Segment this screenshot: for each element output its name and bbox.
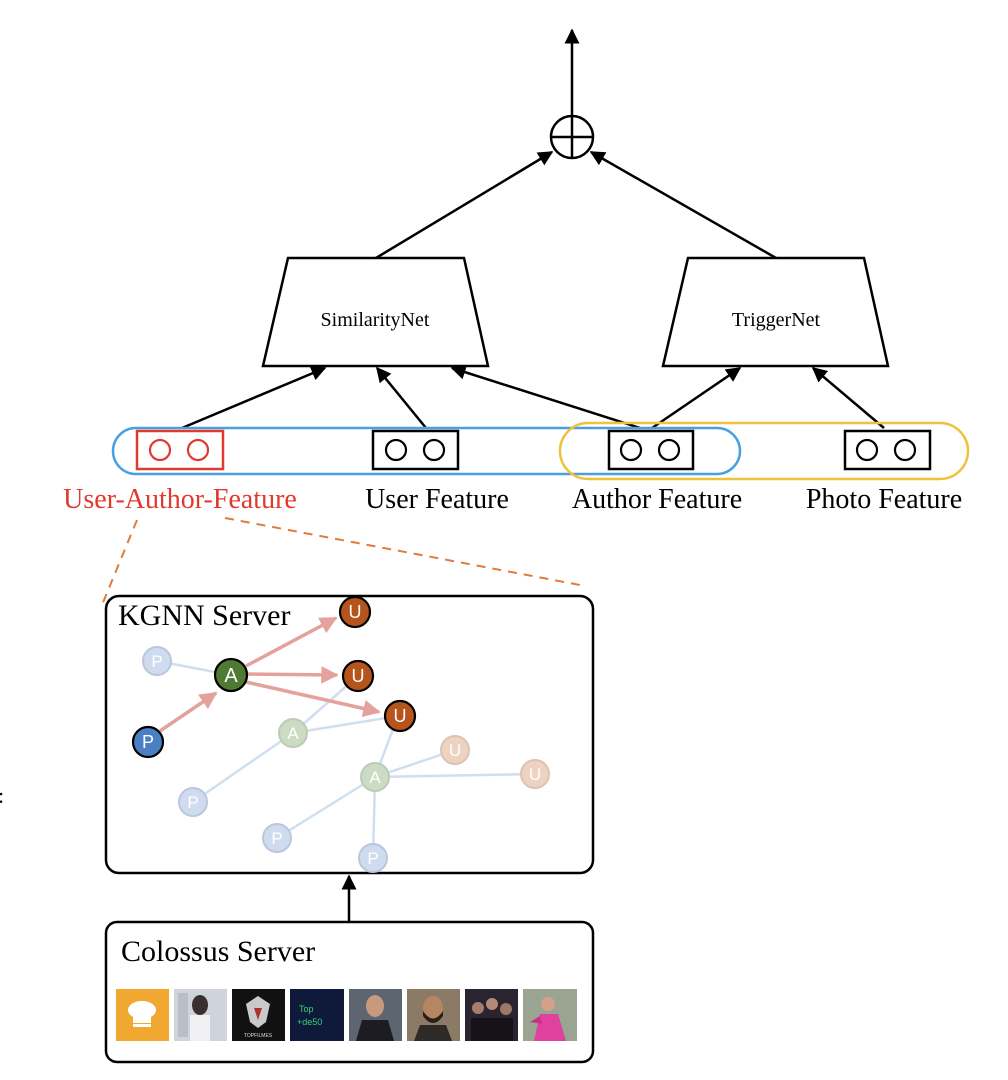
photo-node: P — [262, 823, 292, 853]
author-node: A — [278, 718, 308, 748]
svg-text::: : — [0, 783, 4, 808]
svg-text:U: U — [449, 741, 461, 760]
thumbnail — [349, 989, 402, 1041]
photo-to-trigger-arrow — [811, 367, 885, 429]
user-author-embedding — [135, 429, 225, 471]
user-embedding — [371, 429, 460, 471]
active-nodes: U U U A P — [131, 595, 417, 759]
photo-embedding — [843, 429, 932, 471]
colossus-server-title: Colossus Server — [121, 935, 315, 968]
svg-text:U: U — [529, 765, 541, 784]
svg-text:A: A — [369, 768, 381, 787]
svg-text:P: P — [151, 652, 162, 671]
colossus-server: Colossus Server TOPFILMES — [104, 920, 595, 1064]
thumbnail: Top +de50 — [290, 989, 344, 1041]
author-node: A — [360, 762, 390, 792]
similarity-net-label: SimilarityNet — [321, 309, 430, 331]
svg-text:Top: Top — [299, 1004, 314, 1014]
thumbnail — [116, 989, 169, 1041]
svg-text:P: P — [187, 793, 198, 812]
author-feature-label: Author Feature — [572, 484, 742, 515]
thumbnail — [465, 989, 518, 1041]
svg-text:P: P — [271, 829, 282, 848]
photo-node: P — [358, 843, 388, 873]
similarity-group-outline — [111, 426, 742, 476]
trigger-to-sum-arrow — [589, 150, 777, 260]
user-to-similarity-arrow — [376, 366, 427, 429]
similarity-to-sum-arrow — [375, 150, 554, 260]
svg-text:U: U — [394, 706, 407, 726]
svg-text:P: P — [367, 849, 378, 868]
thumbnail: TOPFILMES — [232, 989, 285, 1041]
user-author-to-similarity-arrow — [181, 366, 327, 430]
thumbnail — [174, 989, 227, 1041]
thumbnail — [407, 989, 460, 1041]
faded-nodes: P A A U U P P P — [142, 646, 550, 873]
author-node: A — [213, 657, 249, 693]
active-edges — [159, 616, 381, 733]
thumbnail — [523, 989, 577, 1041]
kgnn-server: KGNN Server P A A U U P — [104, 594, 595, 875]
user-feature-label: User Feature — [365, 484, 509, 515]
photo-node: P — [142, 646, 172, 676]
svg-text:+de50: +de50 — [297, 1017, 322, 1027]
photo-node: P — [131, 725, 165, 759]
trigger-net: TriggerNet — [661, 256, 890, 368]
user-node: U — [341, 659, 375, 693]
svg-text:U: U — [349, 602, 362, 622]
author-to-trigger-arrow — [651, 366, 742, 430]
thumbnail-logo-text: TOPFILMES — [244, 1033, 273, 1039]
author-embedding — [607, 429, 695, 471]
svg-text:A: A — [287, 724, 299, 743]
svg-text:U: U — [352, 666, 365, 686]
thumbnail-strip: TOPFILMES Top +de50 — [116, 989, 577, 1041]
photo-feature-label: Photo Feature — [806, 484, 962, 515]
user-author-feature-label: User-Author-Feature — [63, 484, 297, 515]
user-node: U — [520, 759, 550, 789]
svg-text:A: A — [224, 665, 238, 687]
photo-node: P — [178, 787, 208, 817]
kgnn-server-title: KGNN Server — [118, 599, 290, 632]
author-to-similarity-arrow — [450, 364, 641, 430]
sum-node — [549, 114, 595, 160]
similarity-net: SimilarityNet — [261, 256, 490, 368]
trigger-net-label: TriggerNet — [732, 309, 821, 331]
zoom-line-left — [101, 519, 138, 606]
zoom-line-right — [224, 517, 581, 586]
user-node: U — [338, 595, 372, 629]
svg-text:P: P — [142, 732, 154, 752]
trigger-group-outline — [558, 421, 970, 481]
user-node: U — [383, 699, 417, 733]
user-node: U — [440, 735, 470, 765]
